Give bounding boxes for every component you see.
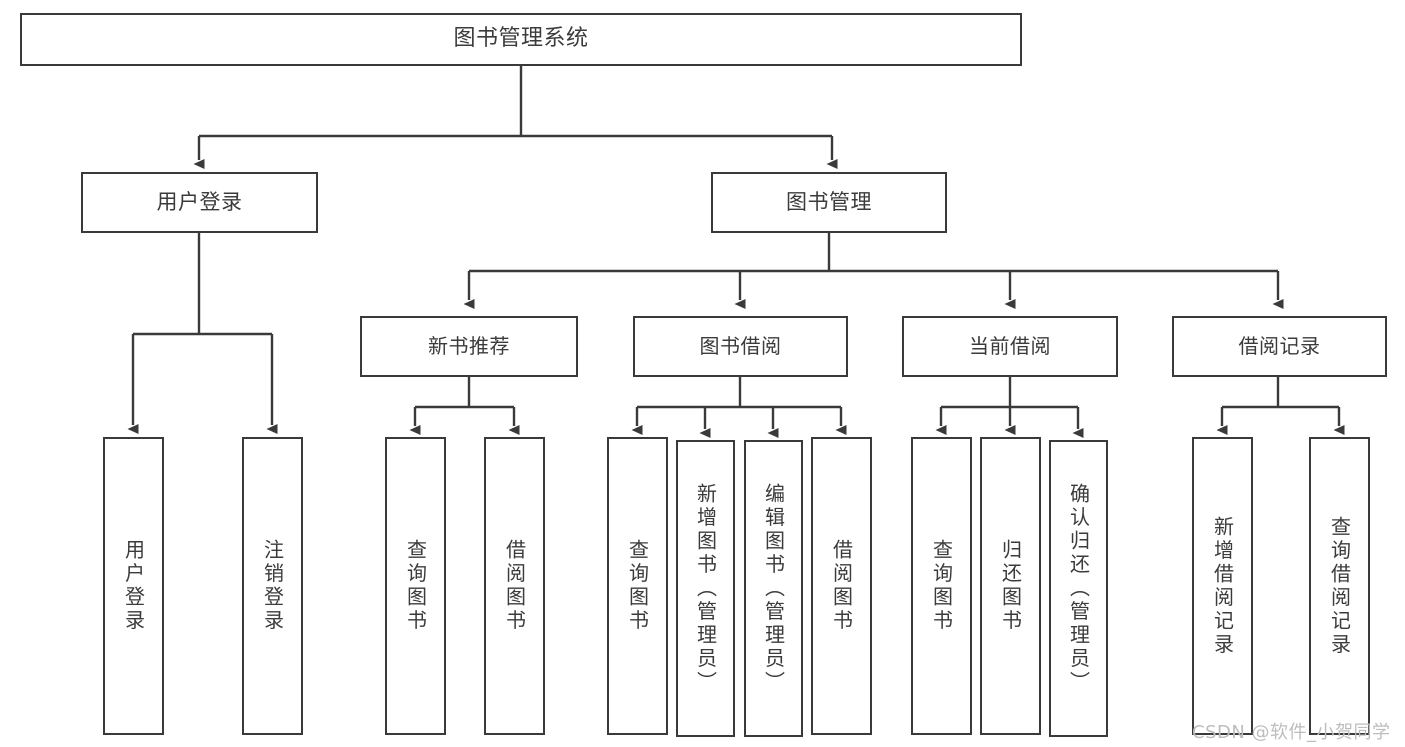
node-label: 查询图书 — [929, 539, 954, 633]
node-leaf-borrow-book-2[interactable]: 借阅图书 — [811, 437, 872, 735]
node-leaf-borrow-book-1[interactable]: 借阅图书 — [484, 437, 545, 735]
node-leaf-return-book[interactable]: 归还图书 — [980, 437, 1041, 735]
node-label: 用户登录 — [121, 539, 146, 633]
node-new-book-recommend[interactable]: 新书推荐 — [360, 316, 578, 377]
node-label: 查询图书 — [625, 539, 650, 633]
node-label: 新增借阅记录 — [1210, 515, 1235, 657]
node-root-system[interactable]: 图书管理系统 — [20, 13, 1022, 66]
node-book-borrow[interactable]: 图书借阅 — [633, 316, 848, 377]
csdn-watermark: CSDN @软件_小贺同学 — [1192, 722, 1391, 743]
node-current-borrow[interactable]: 当前借阅 — [902, 316, 1118, 377]
node-leaf-query-book-1[interactable]: 查询图书 — [385, 437, 446, 735]
node-label: 新增图书（管理员） — [693, 482, 718, 695]
node-leaf-add-book[interactable]: 新增图书（管理员） — [676, 440, 735, 737]
node-leaf-query-book-3[interactable]: 查询图书 — [911, 437, 972, 735]
node-label: 当前借阅 — [969, 334, 1051, 359]
node-label: 查询图书 — [403, 539, 428, 633]
node-label: 新书推荐 — [428, 334, 510, 359]
node-label: 用户登录 — [156, 189, 243, 214]
node-label: 图书管理系统 — [453, 26, 589, 52]
node-label: 查询借阅记录 — [1327, 515, 1352, 657]
node-leaf-confirm-return[interactable]: 确认归还（管理员） — [1049, 440, 1108, 737]
node-user-login[interactable]: 用户登录 — [81, 172, 318, 233]
node-label: 归还图书 — [998, 539, 1023, 633]
node-leaf-add-record[interactable]: 新增借阅记录 — [1192, 437, 1253, 735]
node-borrow-record[interactable]: 借阅记录 — [1172, 316, 1387, 377]
node-label: 借阅图书 — [502, 539, 527, 633]
node-label: 图书管理 — [786, 189, 872, 214]
node-leaf-edit-book[interactable]: 编辑图书（管理员） — [744, 440, 803, 737]
node-label: 编辑图书（管理员） — [761, 482, 786, 695]
node-book-management[interactable]: 图书管理 — [711, 172, 947, 233]
node-label: 注销登录 — [260, 539, 285, 633]
node-label: 借阅图书 — [829, 539, 854, 633]
node-leaf-query-record[interactable]: 查询借阅记录 — [1309, 437, 1370, 735]
node-leaf-logout-login[interactable]: 注销登录 — [242, 437, 303, 735]
node-label: 图书借阅 — [699, 334, 782, 359]
node-leaf-user-login[interactable]: 用户登录 — [103, 437, 164, 735]
node-label: 确认归还（管理员） — [1066, 482, 1091, 695]
node-leaf-query-book-2[interactable]: 查询图书 — [607, 437, 668, 735]
node-label: 借阅记录 — [1238, 334, 1321, 359]
